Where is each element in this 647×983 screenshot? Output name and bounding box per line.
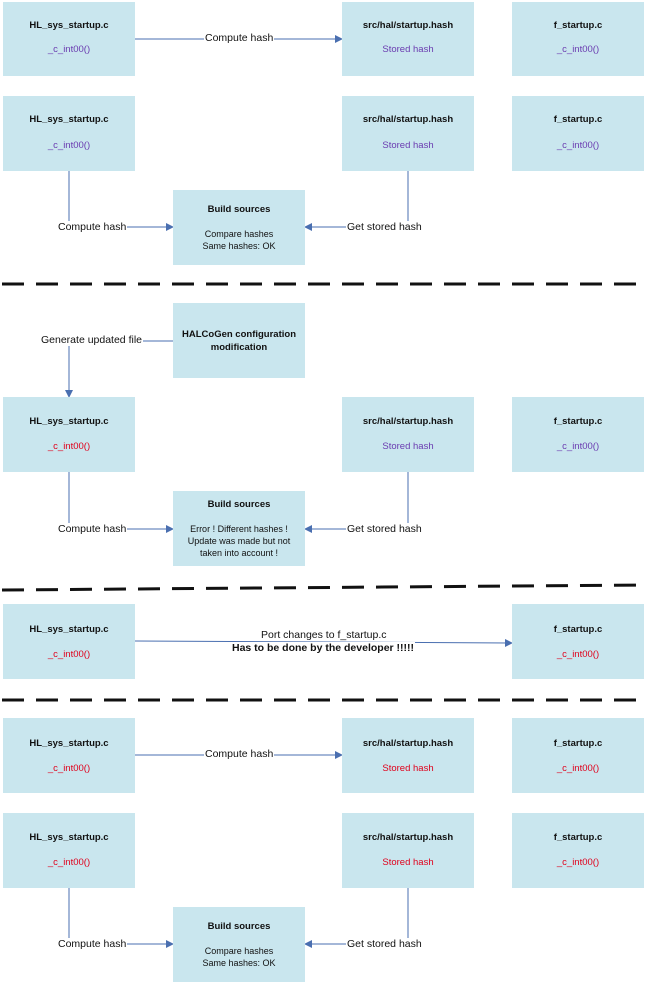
developer-note-label: Has to be done by the developer !!!!! — [231, 642, 416, 654]
compute-hash-label: Compute hash — [204, 32, 275, 44]
file-name: HL_sys_startup.c — [29, 624, 109, 635]
build-title: Build sources — [207, 204, 271, 215]
compare-hashes-text: Compare hashes — [204, 229, 274, 239]
error-text: Error ! Different hashes ! Update was ma… — [187, 524, 291, 558]
function-name: _c_int00() — [556, 857, 600, 868]
stored-hash: Stored hash — [382, 140, 434, 151]
same-hashes-text: Same hashes: OK — [202, 958, 276, 968]
startup-hash-box: src/hal/startup.hash Stored hash — [342, 96, 474, 171]
function-name: _c_int00() — [556, 44, 600, 55]
build-sources-box: Build sources Error ! Different hashes !… — [173, 491, 305, 566]
arrow-get-stored-hash — [304, 171, 409, 231]
f-startup-box: f_startup.c _c_int00() — [512, 96, 644, 171]
get-stored-hash-label: Get stored hash — [346, 938, 423, 950]
file-name: HL_sys_startup.c — [29, 832, 109, 843]
build-sources-box: Build sources Compare hashes Same hashes… — [173, 907, 305, 982]
section-separator — [1, 583, 646, 592]
compute-hash-label: Compute hash — [57, 221, 128, 233]
hl-sys-startup-box: HL_sys_startup.c _c_int00() — [3, 718, 135, 793]
f-startup-box: f_startup.c _c_int00() — [512, 2, 644, 76]
halcogen-modification-box: HALCoGen configuration modification — [173, 303, 305, 378]
stored-hash: Stored hash — [382, 44, 434, 55]
arrow-get-stored-hash — [304, 472, 409, 533]
stored-hash: Stored hash — [382, 763, 434, 774]
file-name: f_startup.c — [553, 624, 603, 635]
get-stored-hash-label: Get stored hash — [346, 523, 423, 535]
startup-hash-box: src/hal/startup.hash Stored hash — [342, 718, 474, 793]
file-name: f_startup.c — [553, 20, 603, 31]
file-name: f_startup.c — [553, 114, 603, 125]
generate-updated-label: Generate updated file — [40, 334, 143, 346]
function-name: _c_int00() — [556, 140, 600, 151]
startup-hash-box: src/hal/startup.hash Stored hash — [342, 397, 474, 472]
build-sources-box: Build sources Compare hashes Same hashes… — [173, 190, 305, 265]
function-name: _c_int00() — [47, 763, 91, 774]
startup-hash-box: src/hal/startup.hash Stored hash — [342, 813, 474, 888]
file-name: HL_sys_startup.c — [29, 114, 109, 125]
f-startup-box: f_startup.c _c_int00() — [512, 604, 644, 679]
get-stored-hash-label: Get stored hash — [346, 221, 423, 233]
file-name: f_startup.c — [553, 416, 603, 427]
halcogen-text: HALCoGen configuration modification — [182, 329, 296, 353]
file-name: f_startup.c — [553, 738, 603, 749]
compute-hash-label: Compute hash — [57, 938, 128, 950]
hl-sys-startup-box: HL_sys_startup.c _c_int00() — [3, 96, 135, 171]
file-name: src/hal/startup.hash — [362, 832, 454, 843]
file-name: src/hal/startup.hash — [362, 416, 454, 427]
build-title: Build sources — [207, 921, 271, 932]
hl-sys-startup-box: HL_sys_startup.c _c_int00() — [3, 813, 135, 888]
function-name: _c_int00() — [556, 441, 600, 452]
stored-hash: Stored hash — [382, 441, 434, 452]
hl-sys-startup-box: HL_sys_startup.c _c_int00() — [3, 2, 135, 76]
same-hashes-text: Same hashes: OK — [202, 241, 276, 251]
stored-hash: Stored hash — [382, 857, 434, 868]
function-name: _c_int00() — [47, 140, 91, 151]
file-name: src/hal/startup.hash — [362, 114, 454, 125]
file-name: HL_sys_startup.c — [29, 20, 109, 31]
function-name: _c_int00() — [556, 763, 600, 774]
function-name: _c_int00() — [47, 857, 91, 868]
function-name: _c_int00() — [556, 649, 600, 660]
f-startup-box: f_startup.c _c_int00() — [512, 813, 644, 888]
build-title: Build sources — [207, 499, 271, 510]
arrow-compute-hash — [68, 888, 174, 948]
startup-hash-box: src/hal/startup.hash Stored hash — [342, 2, 474, 76]
arrow-compute-hash — [68, 472, 174, 533]
f-startup-box: f_startup.c _c_int00() — [512, 397, 644, 472]
hl-sys-startup-box: HL_sys_startup.c _c_int00() — [3, 604, 135, 679]
file-name: HL_sys_startup.c — [29, 738, 109, 749]
hl-sys-startup-box: HL_sys_startup.c _c_int00() — [3, 397, 135, 472]
function-name: _c_int00() — [47, 44, 91, 55]
function-name: _c_int00() — [47, 649, 91, 660]
compute-hash-label: Compute hash — [204, 748, 275, 760]
port-changes-label: Port changes to f_startup.c — [261, 629, 387, 641]
file-name: f_startup.c — [553, 832, 603, 843]
compare-hashes-text: Compare hashes — [204, 946, 274, 956]
file-name: src/hal/startup.hash — [362, 20, 454, 31]
compute-hash-label: Compute hash — [57, 523, 128, 535]
file-name: HL_sys_startup.c — [29, 416, 109, 427]
arrow-compute-hash — [68, 171, 174, 231]
file-name: src/hal/startup.hash — [362, 738, 454, 749]
arrow-generate-updated — [65, 340, 173, 398]
arrow-get-stored-hash — [304, 888, 409, 948]
function-name: _c_int00() — [47, 441, 91, 452]
f-startup-box: f_startup.c _c_int00() — [512, 718, 644, 793]
